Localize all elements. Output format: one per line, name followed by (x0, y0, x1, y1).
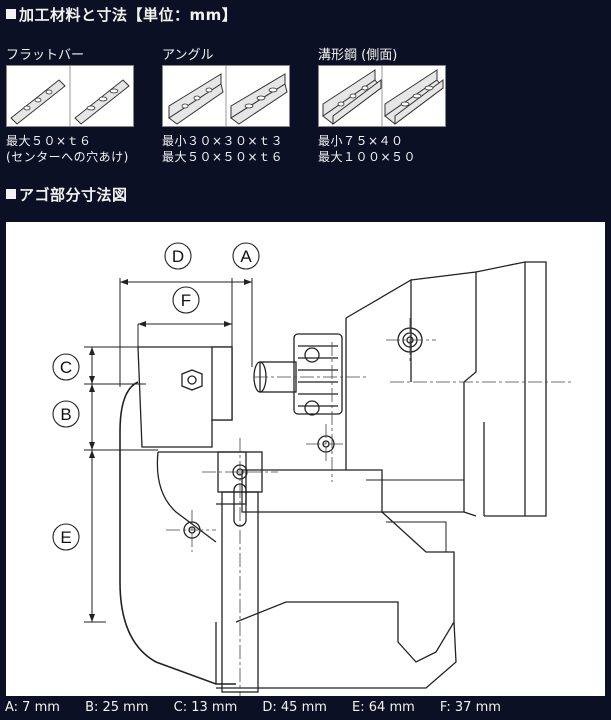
dim-label-d: D (172, 247, 184, 266)
material-channel: 溝形鋼 (側面) 最小７５×４０ 最大１００×５０ (318, 44, 446, 165)
square-bullet-icon (6, 9, 16, 19)
spec-line: 最小３０×３０×ｔ３ (162, 134, 284, 148)
section-heading-jaw: アゴ部分寸法図 (6, 184, 128, 205)
dim-label-a: A (240, 247, 252, 266)
material-spec: 最小３０×３０×ｔ３ 最大５０×５０×ｔ６ (162, 133, 290, 165)
material-flat-bar: フラットバー 最大５０×ｔ６ (センターへの穴あけ) (6, 44, 134, 165)
dim-value-a: A: 7 mm (5, 700, 60, 715)
dim-label-b: B (60, 405, 71, 424)
spec-line: 最大１００×５０ (318, 150, 417, 164)
dim-label-c: C (60, 358, 72, 377)
angle-image (162, 65, 290, 127)
spec-line: 最大５０×ｔ６ (6, 134, 92, 148)
angle-icon (168, 66, 288, 126)
material-title: フラットバー (6, 48, 85, 63)
channel-icon (322, 66, 444, 126)
material-spec: 最小７５×４０ 最大１００×５０ (318, 133, 446, 165)
jaw-drawing: D A F C B E (52, 242, 572, 696)
dim-label-e: E (60, 528, 71, 547)
material-title: 溝形鋼 (側面) (318, 48, 398, 63)
section-title: 加工材料と寸法【単位：mm】 (19, 6, 238, 24)
material-title: アングル (162, 48, 214, 63)
section-heading-materials: 加工材料と寸法【単位：mm】 (6, 4, 237, 25)
flat-bar-icon (10, 66, 130, 126)
material-spec: 最大５０×ｔ６ (センターへの穴あけ) (6, 133, 134, 165)
dim-label-f: F (181, 291, 191, 310)
dim-value-b: B: 25 mm (85, 700, 149, 715)
spec-line: 最大５０×５０×ｔ６ (162, 150, 284, 164)
material-angle: アングル 最小３０×３０×ｔ３ 最大５０×５０×ｔ６ (162, 44, 290, 165)
flat-bar-image (6, 65, 134, 127)
dim-value-f: F: 37 mm (439, 700, 501, 715)
channel-image (318, 65, 446, 127)
spec-line: (センターへの穴あけ) (6, 150, 129, 164)
dim-value-c: C: 13 mm (173, 700, 238, 715)
section-title: アゴ部分寸法図 (19, 186, 128, 204)
spec-line: 最小７５×４０ (318, 134, 404, 148)
dimension-summary: A: 7 mm B: 25 mm C: 13 mm D: 45 mm E: 64… (5, 700, 522, 715)
square-bullet-icon (6, 189, 16, 199)
dim-value-d: D: 45 mm (262, 700, 327, 715)
dim-value-e: E: 64 mm (352, 700, 415, 715)
jaw-dimension-diagram: D A F C B E (6, 222, 605, 696)
